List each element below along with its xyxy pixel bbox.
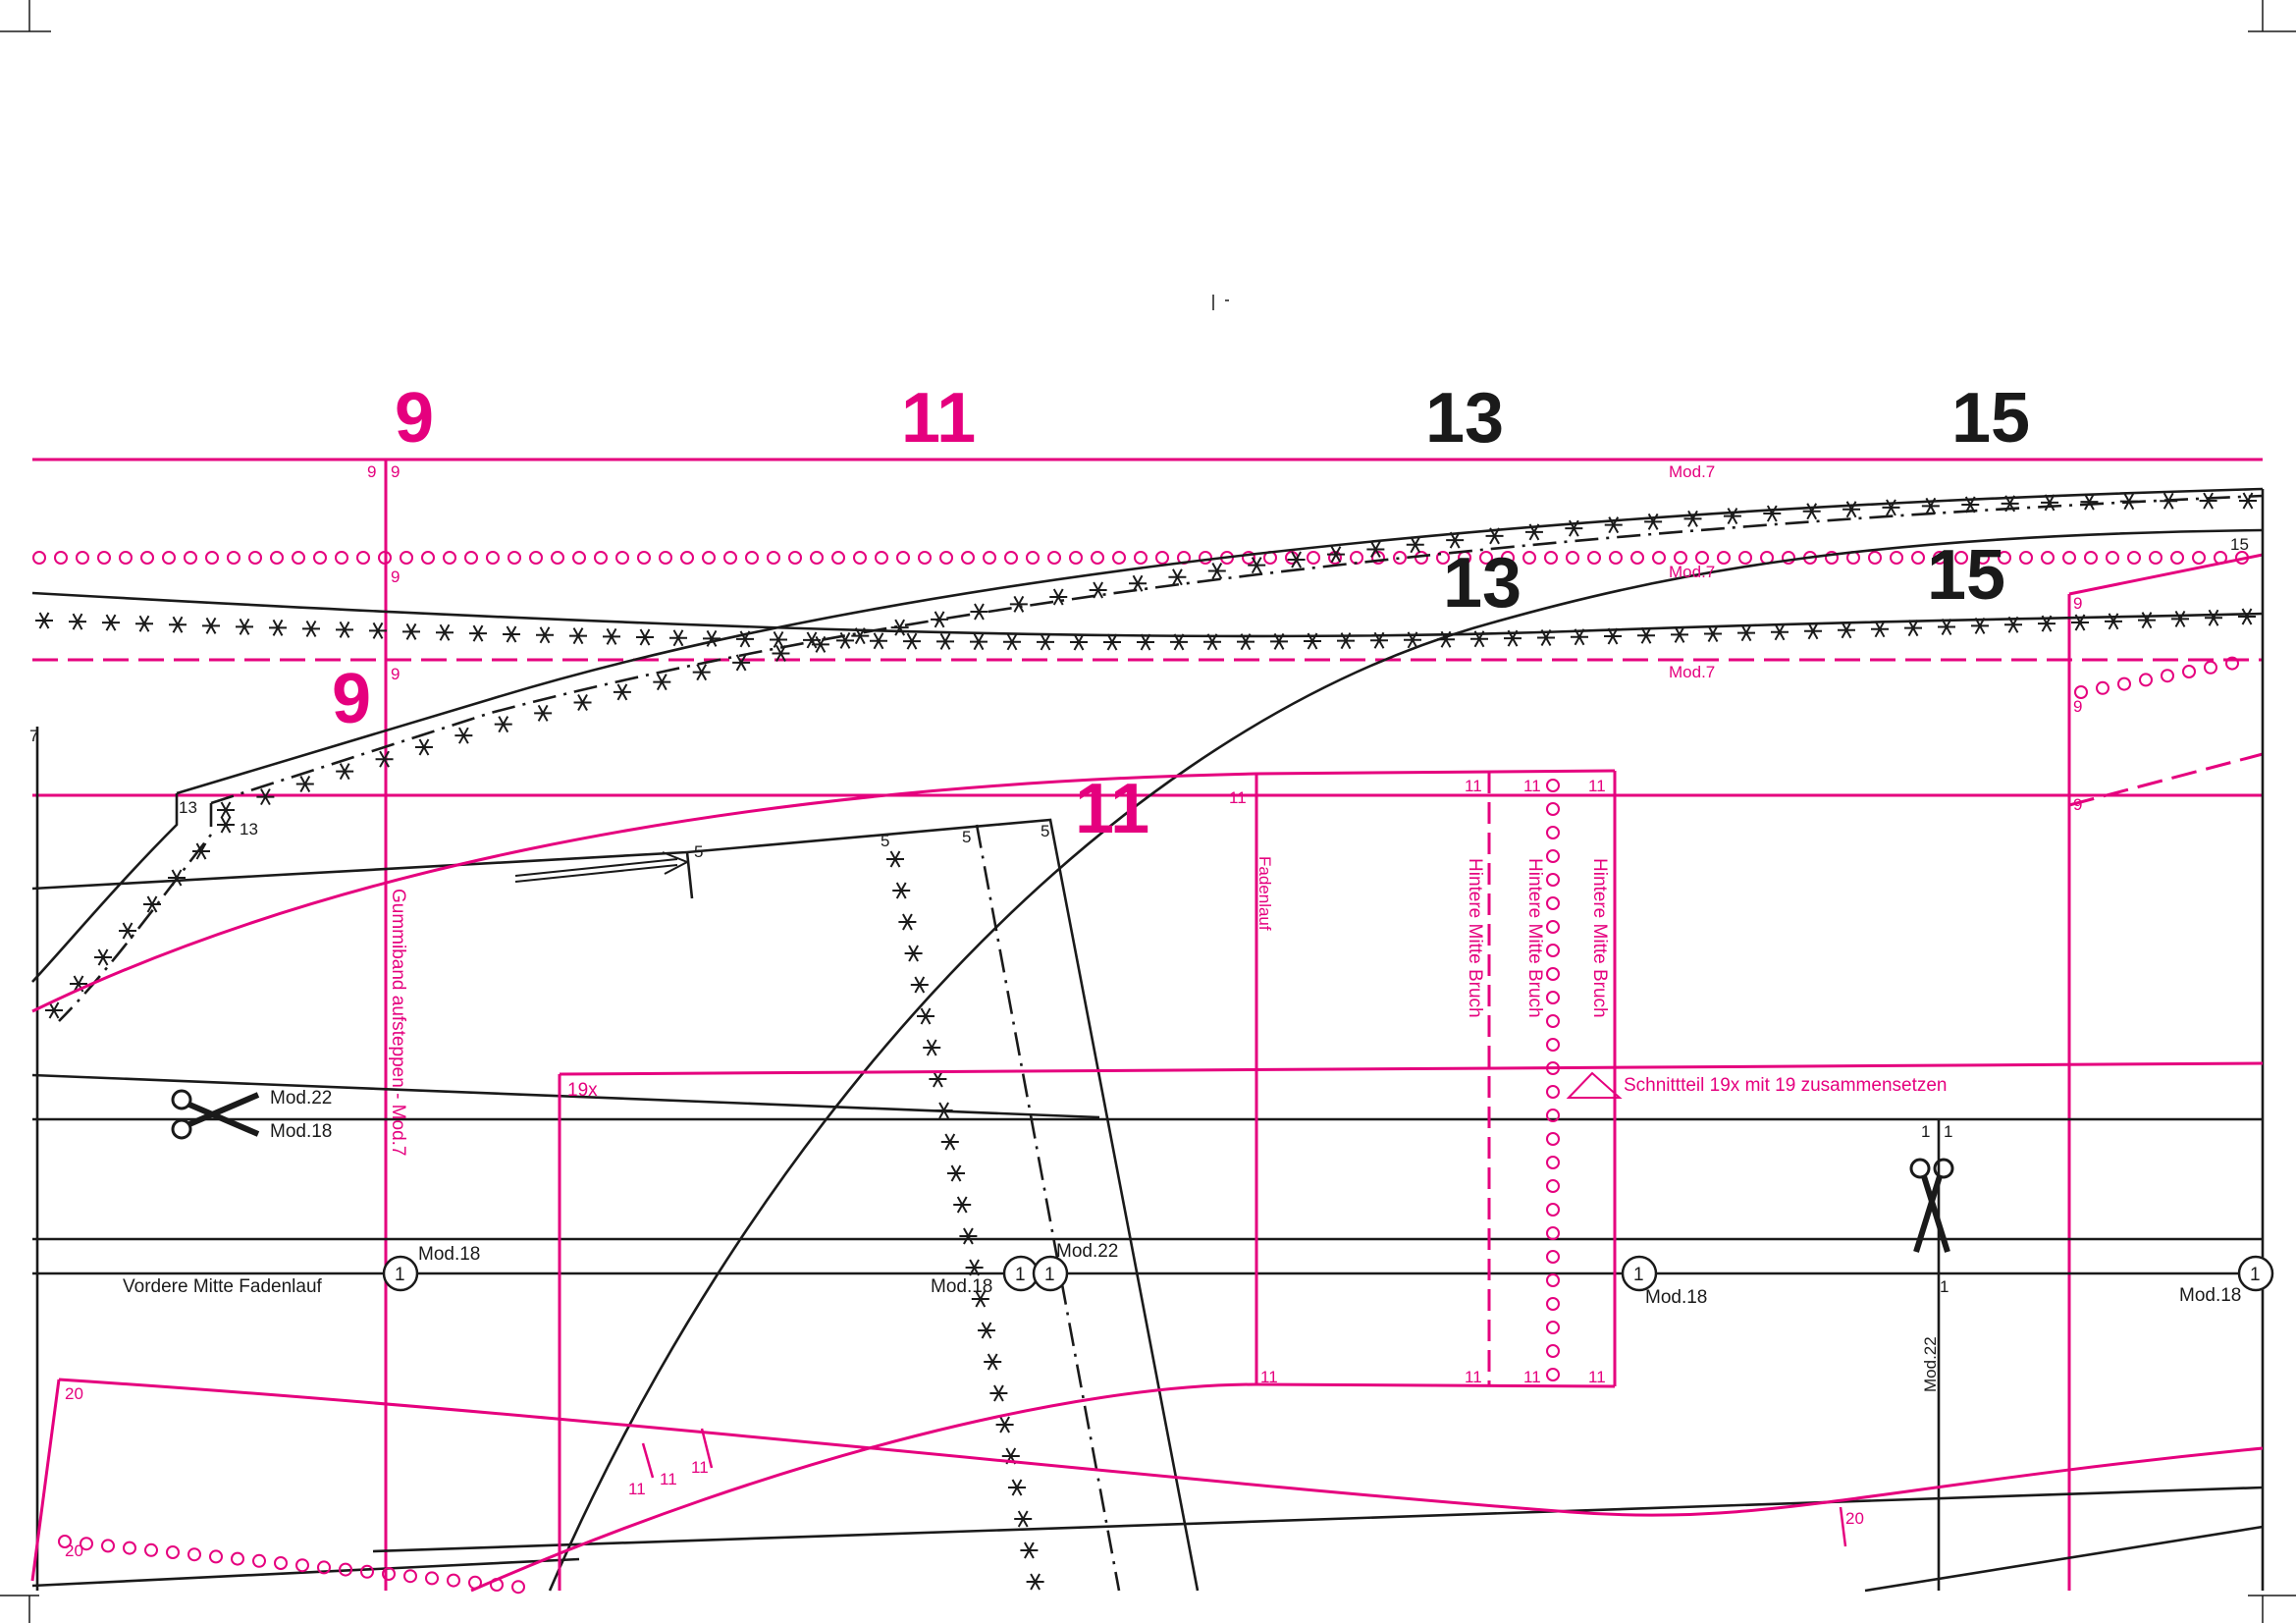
marker-label-1a: 1 (395, 1265, 405, 1285)
num-11-g: 11 (1523, 1368, 1541, 1386)
black-top-curve (176, 487, 2264, 795)
size-label-11-top: 11 (901, 379, 976, 458)
num-5-b: 5 (881, 832, 889, 850)
num-11-i: 11 (628, 1480, 646, 1498)
num-7: 7 (29, 727, 38, 745)
size-label-13-inner: 13 (1443, 544, 1522, 622)
num-1-b: 1 (1944, 1122, 1952, 1141)
num-11-d: 11 (1588, 777, 1606, 795)
black-line-y905 (31, 850, 688, 891)
num-20-b: 20 (65, 1542, 83, 1560)
num-11-c: 11 (1523, 777, 1541, 795)
black-big-arc (548, 528, 2264, 1592)
circle-line-right (2074, 656, 2239, 699)
black-dashdot-armhole (58, 803, 213, 1022)
black-waist-line (31, 1557, 580, 1588)
size-label-9-inner: 9 (332, 660, 371, 738)
black-lower-diagonal (1864, 1525, 2264, 1593)
num-13-a: 13 (179, 798, 197, 817)
triangle-notch-icon (1566, 1071, 1623, 1099)
mod22-label-vertical: Mod.22 (1921, 1336, 1940, 1392)
magenta-dashed-right (2068, 752, 2264, 807)
num-15: 15 (2230, 535, 2249, 554)
schnittteil-label: Schnittteil 19x mit 19 zusammensetzen (1624, 1075, 1948, 1096)
mod22-label-b: Mod.22 (1056, 1241, 1118, 1262)
num-13-b: 13 (240, 820, 258, 839)
mod18-label-a: Mod.18 (270, 1121, 332, 1142)
num-1-a: 1 (1921, 1122, 1930, 1141)
stitch-star-line-vertical (885, 850, 1045, 1591)
black-dashdot-curve (210, 494, 2264, 805)
size-label-9-top: 9 (395, 379, 434, 458)
magenta-lower-curve (470, 1382, 1616, 1593)
stitch-star-line-horizontal (34, 608, 2257, 652)
num-20-c: 20 (1845, 1509, 1864, 1528)
magenta-lower-wave (58, 1378, 2264, 1517)
black-armhole-curve (31, 793, 179, 983)
stitch-star-line-left (44, 816, 236, 1019)
mod7-label-b: Mod.7 (1669, 563, 1715, 581)
fadenlauf-label: Fadenlauf (1255, 856, 1274, 931)
mod18-label-d: Mod.18 (1645, 1287, 1707, 1308)
num-11-b: 11 (1465, 777, 1482, 795)
hintere-mitte-label-a: Hintere Mitte Bruch (1465, 858, 1485, 1018)
tag-19x: 19x (567, 1080, 598, 1101)
mod18-label-c: Mod.18 (931, 1276, 992, 1297)
mod7-label-a: Mod.7 (1669, 462, 1715, 481)
scissors-icon (1909, 1158, 1954, 1253)
num-9-b: 9 (391, 462, 400, 481)
magenta-curve-right-top (2068, 553, 2264, 596)
marker-label-1e: 1 (2250, 1265, 2261, 1285)
circle-line-vertical (1546, 779, 1560, 1381)
size-label-13-top: 13 (1425, 379, 1504, 458)
marker-label-1c: 1 (1044, 1265, 1055, 1285)
black-line-y1515 (372, 1486, 2264, 1553)
num-9-f: 9 (2073, 697, 2082, 716)
small-tick-marks (641, 1428, 1847, 1547)
magenta-front-curve (31, 769, 1616, 1013)
black-pocket-outline (686, 818, 1200, 1592)
num-9-e: 9 (2073, 594, 2082, 613)
black-middle-curve (31, 591, 2264, 638)
black-pocket-dashdot (975, 824, 1121, 1592)
mod18-label-b: Mod.18 (418, 1244, 480, 1265)
mod22-label-a: Mod.22 (270, 1088, 332, 1109)
num-11-k: 11 (691, 1458, 709, 1477)
arrow-grainline-icon (514, 851, 690, 883)
magenta-left-slant (30, 1379, 61, 1582)
num-20-a: 20 (65, 1384, 83, 1403)
magenta-schnittteil-19x (559, 1061, 2264, 1076)
num-9-g: 9 (2073, 795, 2082, 814)
marker-label-1d: 1 (1633, 1265, 1644, 1285)
hintere-mitte-label-c: Hintere Mitte Bruch (1589, 858, 1610, 1018)
num-11-h: 11 (1588, 1368, 1606, 1386)
black-pocket-tick (685, 851, 694, 899)
gummiband-label: Gummiband aufsteppen - Mod.7 (388, 889, 408, 1157)
num-5-d: 5 (1041, 822, 1049, 840)
num-11-e: 11 (1260, 1368, 1278, 1386)
num-5-c: 5 (962, 828, 971, 846)
black-line-y1095 (31, 1073, 1100, 1119)
size-label-11-inner: 11 (1075, 770, 1149, 848)
num-11-j: 11 (660, 1470, 677, 1488)
seam-allowance-circle-line (32, 551, 2249, 565)
marker-label-1b: 1 (1015, 1265, 1026, 1285)
vordere-mitte-label: Vordere Mitte Fadenlauf (123, 1276, 323, 1297)
num-1-c: 1 (1940, 1277, 1949, 1296)
num-9-c: 9 (391, 568, 400, 586)
num-11-f: 11 (1465, 1368, 1482, 1386)
mod18-label-e: Mod.18 (2179, 1285, 2241, 1306)
scissors-icon (171, 1089, 260, 1140)
num-9-a: 9 (367, 462, 376, 481)
mod7-label-c: Mod.7 (1669, 663, 1715, 681)
num-9-d: 9 (391, 665, 400, 683)
size-label-15-top: 15 (1951, 379, 2030, 458)
hintere-mitte-label-b: Hintere Mitte Bruch (1524, 858, 1545, 1018)
circle-marker-icon (382, 1255, 2274, 1292)
num-5-a: 5 (694, 842, 703, 861)
num-11-a: 11 (1229, 788, 1247, 807)
size-label-15-inner: 15 (1927, 536, 2005, 615)
